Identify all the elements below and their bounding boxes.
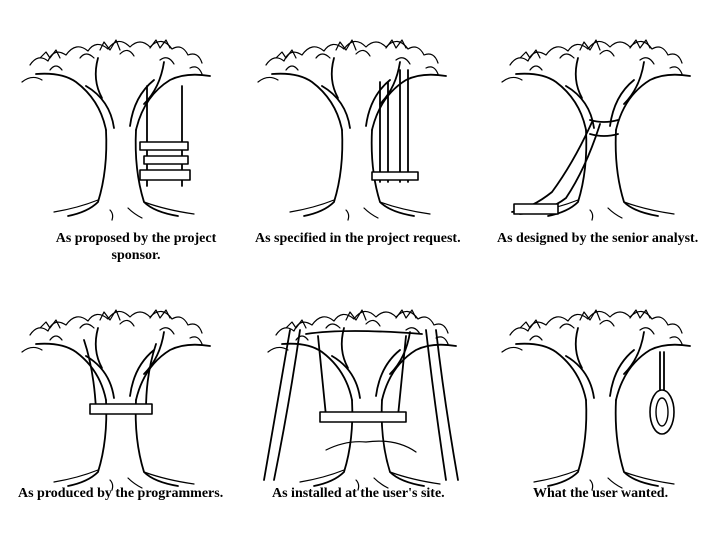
caption-produced-line-1: As produced by the programmers. [18, 486, 224, 501]
panel-wanted-illustration [501, 309, 691, 491]
caption-specified: As specified in the project request. [255, 230, 461, 247]
caption-installed: As installed at the user's site. [272, 485, 445, 502]
caption-wanted-line-1: What the user wanted. [533, 486, 669, 501]
caption-wanted: What the user wanted. [533, 485, 668, 502]
panel-proposed-illustration [21, 39, 211, 221]
caption-produced: As produced by the programmers. [18, 485, 223, 502]
caption-proposed-line-1: As proposed by the project [55, 231, 217, 246]
caption-specified-line-1: As specified in the project request. [255, 231, 461, 246]
caption-designed: As designed by the senior analyst. [497, 230, 698, 247]
panel-installed-illustration [263, 309, 459, 491]
panel-produced-illustration [21, 309, 211, 491]
caption-proposed: As proposed by the project sponsor. [36, 230, 236, 264]
caption-designed-line-1: As designed by the senior analyst. [497, 231, 699, 246]
caption-proposed-line-2: sponsor. [111, 248, 161, 263]
panel-designed-illustration [501, 39, 691, 221]
panel-specified-illustration [257, 39, 447, 221]
caption-installed-line-1: As installed at the user's site. [272, 486, 445, 501]
